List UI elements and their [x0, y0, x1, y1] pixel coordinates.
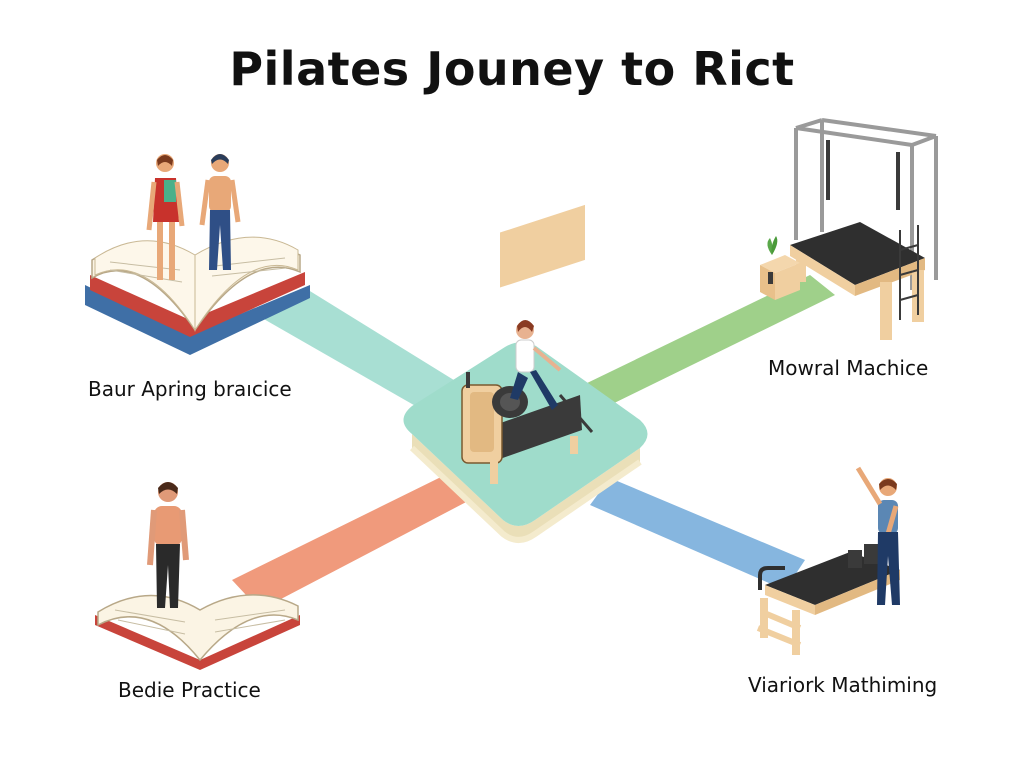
figure-woman-reaching — [855, 466, 900, 605]
path-top-right — [583, 275, 835, 410]
top-right-cadillac-icon — [760, 118, 938, 340]
bottom-left-book-icon — [95, 594, 300, 670]
path-bottom-right — [590, 478, 805, 590]
central-reformer-icon — [461, 204, 594, 484]
label-bottom-left-station: Bedie Practice — [118, 678, 261, 702]
label-bottom-right-station: Viariork Mathiming — [748, 673, 938, 697]
top-left-books-icon — [85, 236, 310, 355]
figure-man-leggings — [147, 482, 189, 608]
label-top-left-station: Baur Apring braıcice — [88, 377, 292, 401]
figure-woman-swimsuit — [146, 154, 185, 280]
path-bottom-left — [232, 475, 470, 610]
figure-man-jeans — [199, 154, 241, 270]
label-top-right-station: Mowral Machice — [768, 356, 929, 380]
page-title: Pilates Jouney to Rict — [229, 42, 795, 96]
path-top-left — [262, 288, 470, 420]
